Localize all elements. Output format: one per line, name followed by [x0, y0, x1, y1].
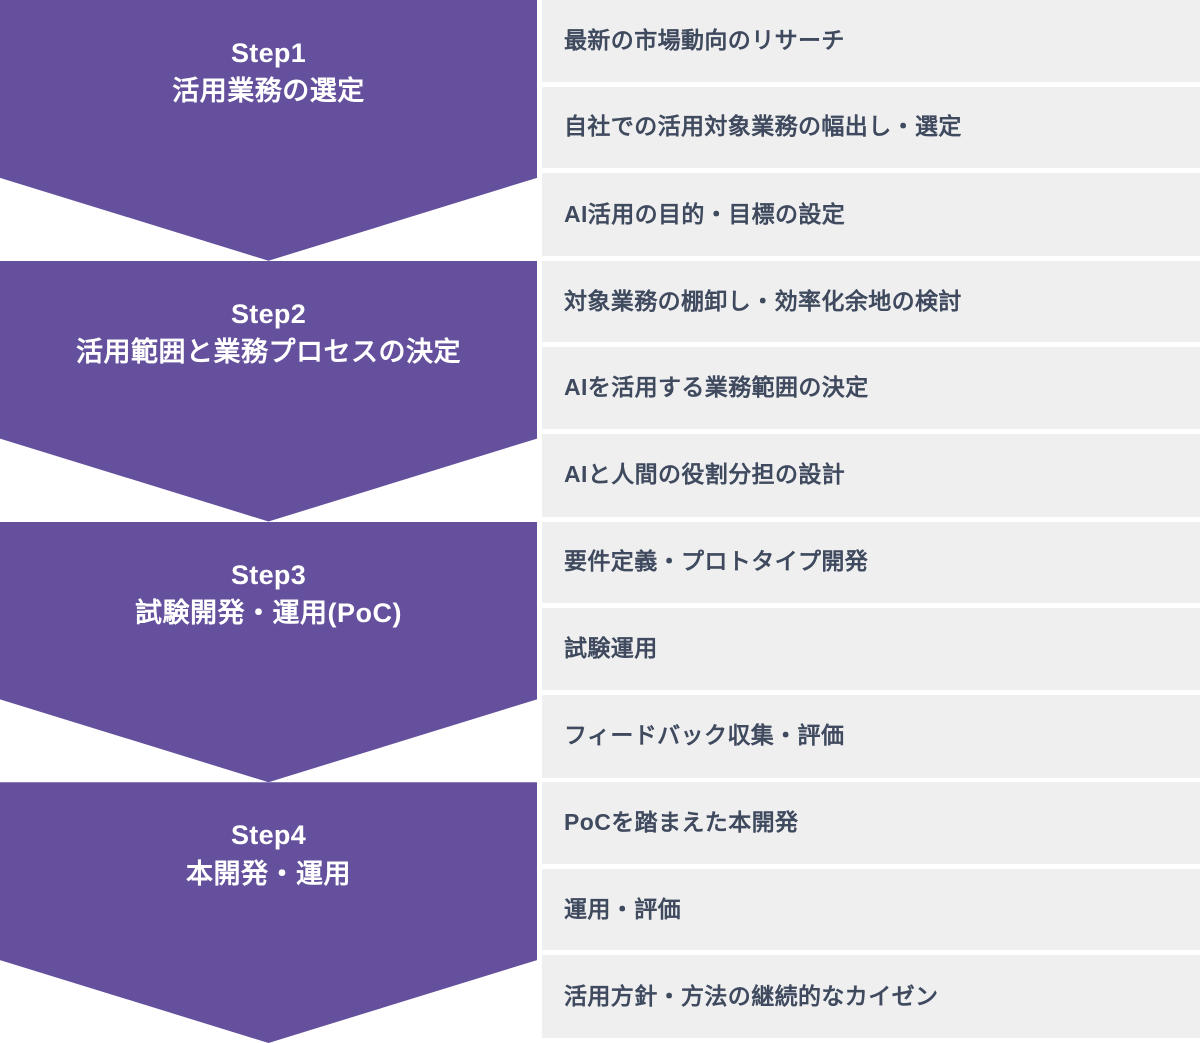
step-title-3: 試験開発・運用(PoC)	[135, 597, 402, 628]
step-row-3: Step3 試験開発・運用(PoC) 要件定義・プロトタイプ開発 試験運用 フィ…	[0, 521, 1200, 783]
step-title-4: 本開発・運用	[186, 858, 351, 889]
step-item[interactable]: 試験運用	[542, 608, 1200, 690]
step-number-1: Step1	[230, 38, 307, 68]
step-item-label: 最新の市場動向のリサーチ	[564, 26, 845, 53]
step-number-2: Step2	[230, 298, 307, 329]
step-items-1: 最新の市場動向のリサーチ 自社での活用対象業務の幅出し・選定 AI活用の目的・目…	[542, 0, 1200, 261]
step-item-label: AI活用の目的・目標の設定	[564, 200, 846, 227]
step-number-3: Step3	[230, 559, 307, 590]
step-item-label: AIと人間の役割分担の設計	[564, 461, 846, 488]
step-item-label: 対象業務の棚卸し・効率化余地の検討	[564, 287, 962, 314]
step-row-4: Step4 本開発・運用 PoCを踏まえた本開発 運用・評価 活用方針・方法の継…	[0, 782, 1200, 1043]
step-title-2: 活用範囲と業務プロセスの決定	[76, 337, 461, 368]
step-row-1: Step1 活用業務の選定 最新の市場動向のリサーチ 自社での活用対象業務の幅出…	[0, 0, 1200, 261]
step-title-1: 活用業務の選定	[172, 76, 365, 107]
step-item[interactable]: PoCを踏まえた本開発	[542, 782, 1200, 864]
step-arrow-label-group-4: Step4 本開発・運用	[0, 816, 537, 893]
step-item[interactable]: 自社での活用対象業務の幅出し・選定	[542, 86, 1200, 169]
step-item[interactable]: 運用・評価	[542, 868, 1200, 951]
step-items-4: PoCを踏まえた本開発 運用・評価 活用方針・方法の継続的なカイゼン	[542, 782, 1200, 1043]
step-arrow-4[interactable]: Step4 本開発・運用	[0, 782, 537, 1043]
step-item-label: フィードバック収集・評価	[564, 722, 845, 749]
step-item[interactable]: 最新の市場動向のリサーチ	[542, 0, 1200, 82]
step-item-label: 運用・評価	[564, 895, 681, 922]
step-item[interactable]: AIと人間の役割分担の設計	[542, 433, 1200, 517]
step-item[interactable]: AIを活用する業務範囲の決定	[542, 347, 1200, 429]
step-number-4: Step4	[230, 820, 307, 851]
step-item-label: AIを活用する業務範囲の決定	[564, 374, 869, 401]
step-item[interactable]: AI活用の目的・目標の設定	[542, 173, 1200, 257]
step-items-3: 要件定義・プロトタイプ開発 試験運用 フィードバック収集・評価	[542, 521, 1200, 783]
step-item-label: 活用方針・方法の継続的なカイゼン	[564, 982, 939, 1009]
step-arrow-3[interactable]: Step3 試験開発・運用(PoC)	[0, 521, 537, 783]
step-item-label: 試験運用	[564, 634, 658, 661]
step-arrow-1[interactable]: Step1 活用業務の選定	[0, 0, 537, 261]
step-item[interactable]: 要件定義・プロトタイプ開発	[542, 521, 1200, 604]
step-arrow-2[interactable]: Step2 活用範囲と業務プロセスの決定	[0, 260, 537, 522]
step-item[interactable]: 対象業務の棚卸し・効率化余地の検討	[542, 260, 1200, 343]
step-item[interactable]: 活用方針・方法の継続的なカイゼン	[542, 955, 1200, 1039]
step-arrow-label-group-2: Step2 活用範囲と業務プロセスの決定	[0, 295, 537, 372]
step-items-2: 対象業務の棚卸し・効率化余地の検討 AIを活用する業務範囲の決定 AIと人間の役…	[542, 260, 1200, 522]
step-item-label: 自社での活用対象業務の幅出し・選定	[564, 113, 962, 140]
step-item[interactable]: フィードバック収集・評価	[542, 694, 1200, 778]
step-arrow-label-group-1: Step1 活用業務の選定	[0, 34, 537, 111]
step-item-label: PoCを踏まえた本開発	[564, 809, 799, 836]
step-arrow-label-group-3: Step3 試験開発・運用(PoC)	[0, 556, 537, 633]
step-row-2: Step2 活用範囲と業務プロセスの決定 対象業務の棚卸し・効率化余地の検討 A…	[0, 260, 1200, 522]
step-item-label: 要件定義・プロトタイプ開発	[564, 548, 869, 575]
